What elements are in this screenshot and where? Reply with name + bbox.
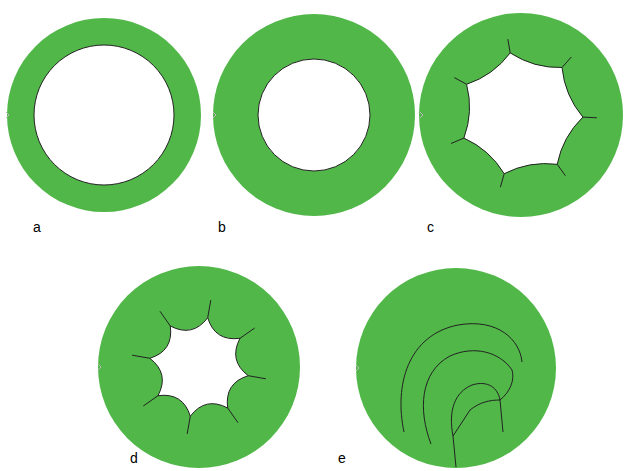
tube-wall — [7, 18, 201, 212]
tube-wall — [213, 14, 415, 216]
fold-ticks — [451, 39, 597, 187]
marker-tick — [6, 112, 9, 118]
open-lumen — [34, 45, 174, 185]
marker-tick — [356, 365, 359, 371]
marker-tick — [420, 112, 423, 118]
panel-letter: d — [130, 451, 138, 465]
panel-letter: c — [427, 220, 434, 234]
folded-lumen — [150, 318, 248, 416]
panel-letter: e — [338, 451, 346, 465]
marker-tick — [98, 364, 101, 370]
panel-letter: b — [218, 220, 226, 234]
marker-tick — [213, 112, 216, 118]
panel-letter: a — [33, 220, 41, 234]
tube-wall — [98, 266, 300, 468]
closed-folds — [401, 324, 522, 467]
folded-lumen — [464, 53, 583, 174]
tube-wall — [419, 13, 623, 217]
narrowed-lumen — [258, 59, 370, 171]
tube-wall — [356, 268, 556, 468]
fold-ticks — [132, 300, 266, 434]
